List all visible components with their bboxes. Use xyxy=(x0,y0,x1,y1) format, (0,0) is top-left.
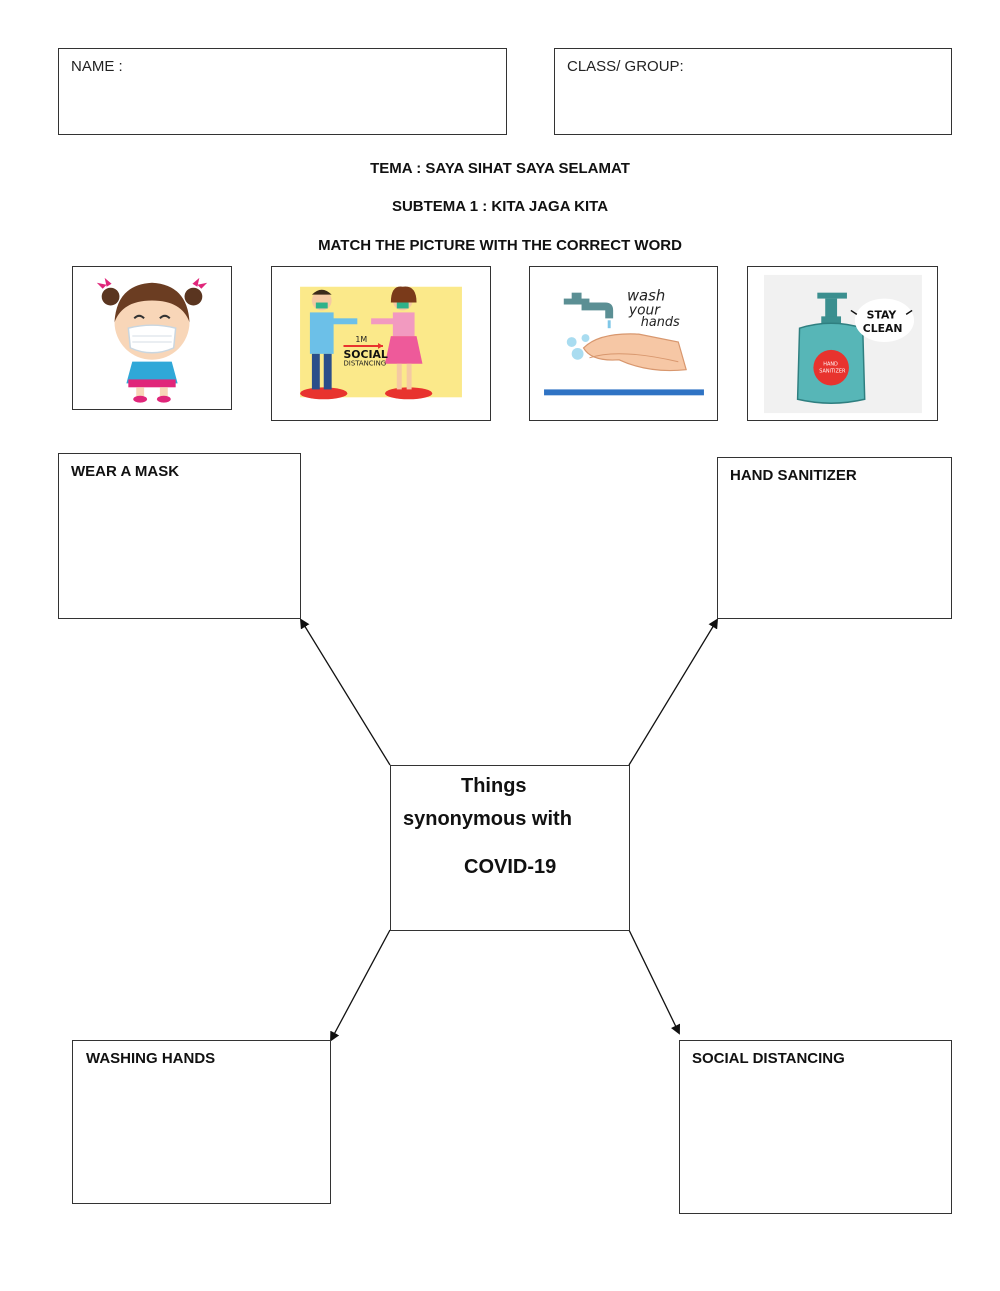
arrow-to-washing-hands xyxy=(330,929,391,1042)
picture-social-distancing[interactable]: 1M SOCIAL DISTANCING xyxy=(271,266,491,421)
clean-caption: CLEAN xyxy=(863,322,903,335)
wash-caption: wash xyxy=(627,288,665,305)
arrow-to-wear-a-mask xyxy=(299,618,391,766)
instruction-title: MATCH THE PICTURE WITH THE CORRECT WORD xyxy=(318,237,682,254)
stay-caption: STAY xyxy=(867,308,897,321)
social-distancing-icon: 1M SOCIAL DISTANCING xyxy=(300,286,462,400)
wear-a-mask-label: WEAR A MASK xyxy=(71,463,180,480)
bottle-label-line1: HAND xyxy=(823,362,838,368)
picture-girl-mask[interactable] xyxy=(72,266,232,410)
subtheme-title: SUBTEMA 1 : KITA JAGA KITA xyxy=(391,198,609,215)
name-label: NAME : xyxy=(71,58,123,75)
answer-box-wear-a-mask[interactable]: WEAR A MASK xyxy=(58,453,301,619)
washing-hands-label: WASHING HANDS xyxy=(86,1050,216,1067)
picture-wash-hands[interactable]: wash your hands xyxy=(529,266,718,421)
social-caption: SOCIAL xyxy=(343,348,387,361)
hand-sanitizer-bottle-icon: HAND SANITIZER STAY CLEAN xyxy=(764,274,922,414)
class-group-label: CLASS/ GROUP: xyxy=(567,58,684,75)
your-caption: your xyxy=(628,302,661,318)
bottle-label-line2: SANITIZER xyxy=(819,369,846,375)
class-group-field[interactable]: CLASS/ GROUP: xyxy=(554,48,952,135)
picture-hand-sanitizer[interactable]: HAND SANITIZER STAY CLEAN xyxy=(747,266,938,421)
name-field[interactable]: NAME : xyxy=(58,48,507,135)
center-line-1: Things xyxy=(461,775,527,797)
answer-box-washing-hands[interactable]: WASHING HANDS xyxy=(72,1040,331,1204)
center-line-2: synonymous with xyxy=(403,808,572,830)
girl-wearing-mask-icon xyxy=(96,277,208,403)
answer-box-hand-sanitizer[interactable]: HAND SANITIZER xyxy=(717,457,952,619)
center-topic-box: Things synonymous with COVID-19 xyxy=(390,765,630,931)
wash-hands-icon: wash your hands xyxy=(544,288,704,396)
hands-caption: hands xyxy=(641,315,680,330)
arrow-to-social-distancing xyxy=(628,929,681,1035)
arrow-to-hand-sanitizer xyxy=(628,618,719,766)
social-distancing-label: SOCIAL DISTANCING xyxy=(692,1050,845,1067)
distance-caption: 1M xyxy=(355,335,367,344)
answer-box-social-distancing[interactable]: SOCIAL DISTANCING xyxy=(679,1040,952,1214)
theme-title: TEMA : SAYA SIHAT SAYA SELAMAT xyxy=(370,160,630,177)
distancing-caption: DISTANCING xyxy=(343,360,386,368)
center-line-3: COVID-19 xyxy=(464,856,557,878)
hand-sanitizer-label: HAND SANITIZER xyxy=(730,467,857,484)
